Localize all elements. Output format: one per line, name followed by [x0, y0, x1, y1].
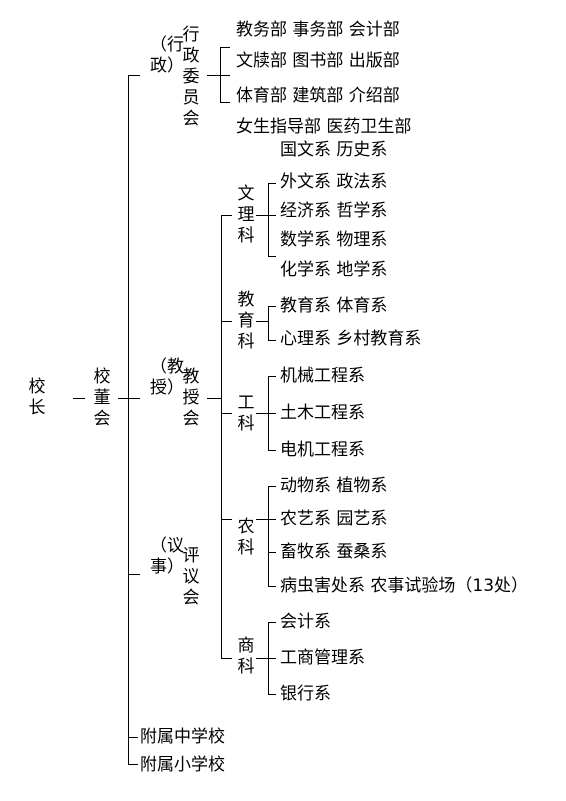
- faculty-2-dept-1: 机械工程系: [280, 366, 365, 386]
- faculty-1-dept-2: 心理系 乡村教育系: [280, 329, 422, 349]
- faculty-0-dept-2: 外文系 政法系: [280, 172, 388, 192]
- faculty-agriculture: 农科: [237, 517, 255, 558]
- deliberation-label: （议事）: [150, 536, 184, 577]
- deliberation-council-node: 评议会: [182, 546, 200, 608]
- faculty-0-dept-4: 数学系 物理系: [280, 230, 388, 250]
- faculty-3-dept-2: 农艺系 园艺系: [280, 509, 388, 529]
- faculty-education: 教育科: [237, 290, 255, 352]
- admin-dept-row-3: 体育部 建筑部 介绍部: [236, 86, 400, 106]
- faculty-4-dept-1: 会计系: [280, 612, 331, 632]
- admin-dept-row-4: 女生指导部 医药卫生部: [236, 117, 412, 137]
- faculty-2-dept-2: 土木工程系: [280, 403, 365, 423]
- faculty-commerce: 商科: [237, 636, 255, 677]
- teaching-council-node: 教授会: [182, 367, 200, 429]
- faculty-3-dept-4: 病虫害处系 农事试验场（13处）: [280, 576, 529, 596]
- board-node: 校董会: [93, 367, 111, 429]
- admin-label: （行政）: [150, 35, 184, 76]
- admin-committee-node: 行政委员会: [182, 25, 200, 129]
- affiliated-primary-school: 附属小学校: [140, 755, 225, 775]
- faculty-engineering: 工科: [237, 393, 255, 434]
- faculty-3-dept-1: 动物系 植物系: [280, 476, 388, 496]
- admin-dept-row-2: 文牍部 图书部 出版部: [236, 51, 400, 71]
- affiliated-middle-school: 附属中学校: [140, 727, 225, 747]
- faculty-0-dept-3: 经济系 哲学系: [280, 201, 388, 221]
- admin-dept-row-1: 教务部 事务部 会计部: [236, 20, 400, 40]
- faculty-arts-sciences: 文理科: [237, 184, 255, 246]
- faculty-3-dept-3: 畜牧系 蚕桑系: [280, 542, 388, 562]
- faculty-4-dept-2: 工商管理系: [280, 648, 365, 668]
- faculty-0-dept-5: 化学系 地学系: [280, 260, 388, 280]
- faculty-2-dept-3: 电机工程系: [280, 440, 365, 460]
- faculty-1-dept-1: 教育系 体育系: [280, 296, 388, 316]
- faculty-4-dept-3: 银行系: [280, 684, 331, 704]
- principal-node: 校长: [28, 377, 46, 418]
- teaching-label: （教授）: [150, 357, 184, 398]
- faculty-0-dept-1: 国文系 历史系: [280, 140, 388, 160]
